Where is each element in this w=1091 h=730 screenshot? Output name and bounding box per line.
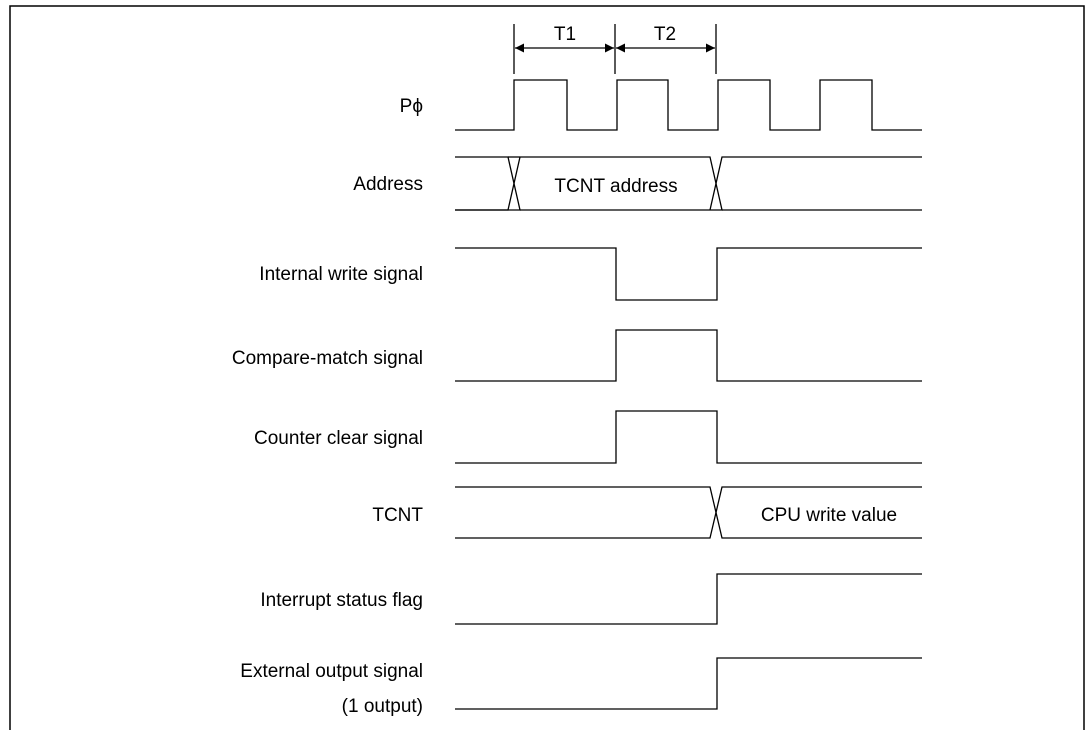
- external-output-sublabel: (1 output): [342, 696, 423, 717]
- tcnt-value: CPU write value: [761, 505, 897, 526]
- tcnt-label: TCNT: [372, 505, 423, 526]
- figure-border: [9, 5, 1085, 730]
- counter-clear-label: Counter clear signal: [254, 428, 423, 449]
- write-signal-waveform: [455, 247, 922, 301]
- signal-labels: Pϕ Address Internal write signal Compare…: [232, 96, 424, 717]
- external-output-waveform: [455, 657, 922, 710]
- period-markers: T1 T2: [513, 24, 717, 74]
- t2-label: T2: [654, 24, 676, 45]
- counter-clear-waveform: [455, 410, 922, 464]
- pclk-label: Pϕ: [400, 96, 423, 117]
- address-label: Address: [353, 174, 423, 195]
- compare-match-waveform: [455, 329, 922, 382]
- address-waveform: TCNT address: [455, 156, 922, 211]
- external-output-label: External output signal: [240, 661, 423, 682]
- tcnt-waveform: CPU write value: [455, 486, 922, 539]
- interrupt-flag-label: Interrupt status flag: [260, 590, 423, 611]
- pclk-waveform: [455, 79, 922, 131]
- t1-label: T1: [554, 24, 576, 45]
- compare-match-label: Compare-match signal: [232, 348, 423, 369]
- interrupt-flag-waveform: [455, 573, 922, 625]
- address-value: TCNT address: [554, 176, 677, 197]
- write-signal-label: Internal write signal: [259, 264, 423, 285]
